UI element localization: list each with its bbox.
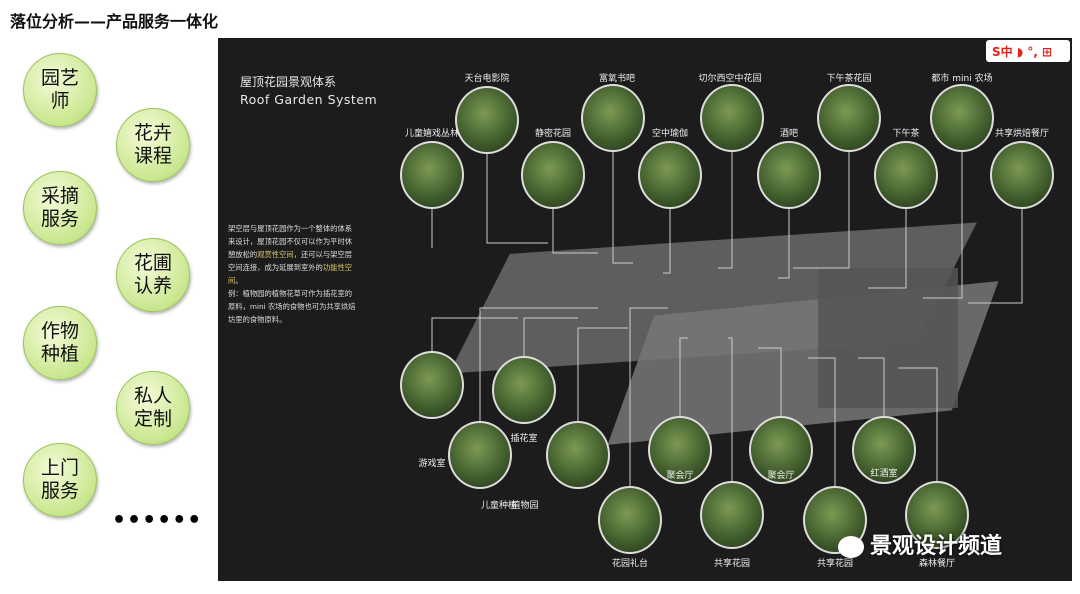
leader-line xyxy=(629,307,668,520)
desc-text: 。 xyxy=(235,276,243,285)
leader-line xyxy=(898,367,938,515)
spot-photo xyxy=(648,416,712,484)
leader-line xyxy=(612,118,633,264)
desc-highlight: 观赏性空间 xyxy=(257,250,294,259)
spot-label: 游戏室 xyxy=(418,459,446,469)
description: 架空层与屋顶花园作为一个整体的体系来设计，屋顶花园不仅可以作为平时休憩放松的观赏… xyxy=(228,222,358,326)
service-bubble[interactable]: 上门服务 xyxy=(23,443,97,517)
spot-photo xyxy=(930,84,994,152)
leader-line xyxy=(868,175,907,289)
spot-photo xyxy=(546,421,610,489)
spot-photo xyxy=(852,416,916,484)
title-en: Roof Garden System xyxy=(240,92,378,107)
leader-line xyxy=(577,327,628,455)
spot-label: 插花室 xyxy=(510,434,538,444)
watermark-text: 景观设计频道 xyxy=(870,534,1003,559)
leader-line xyxy=(923,118,963,299)
spot-photo xyxy=(598,486,662,554)
spot-label: 森林餐厅 xyxy=(918,559,956,569)
leader-line xyxy=(718,118,733,269)
leader-line xyxy=(679,337,688,450)
service-bubble[interactable]: 私人定制 xyxy=(116,371,190,445)
spot-photo xyxy=(874,141,938,209)
spot-label: 共享烘焙餐厅 xyxy=(994,129,1050,139)
spot-photo xyxy=(448,421,512,489)
spot-label: 儿童嬉戏丛林 xyxy=(404,129,460,139)
spot-photo xyxy=(400,351,464,419)
spot-photo xyxy=(638,141,702,209)
ime-logo: S中 ◗ °, ⊞ xyxy=(986,40,1070,62)
watermark: 景观设计频道 xyxy=(838,528,1002,560)
spot-photo xyxy=(700,481,764,549)
spot-photo xyxy=(521,141,585,209)
spot-label: 都市 mini 农场 xyxy=(931,74,993,84)
spot-photo xyxy=(990,141,1054,209)
more-indicator: •••••• xyxy=(112,508,203,533)
leader-line xyxy=(793,118,850,269)
service-bubble[interactable]: 园艺师 xyxy=(23,53,97,127)
leader-line xyxy=(486,120,548,244)
desc-example: 例：植物园的植物花草可作为插花室的原料，mini 农场的食物也可为共享烘焙坊里的… xyxy=(228,289,356,324)
roof-tower xyxy=(818,268,958,408)
wechat-icon xyxy=(838,536,864,558)
spot-label: 共享花园 xyxy=(713,559,751,569)
spot-label: 聚会厅 xyxy=(666,471,694,481)
spot-label: 富氧书吧 xyxy=(598,74,636,84)
spot-photo xyxy=(492,356,556,424)
spot-photo xyxy=(581,84,645,152)
desc-text: 架空层与屋顶花园作为一个整体的体系来设计，屋顶花园不仅可以作为平时休憩放松的 xyxy=(228,224,353,259)
spot-photo xyxy=(817,84,881,152)
spot-label: 天台电影院 xyxy=(464,74,510,84)
spot-label: 植物园 xyxy=(511,501,539,511)
spot-label: 空中瑜伽 xyxy=(651,129,689,139)
spot-photo xyxy=(455,86,519,154)
spot-photo xyxy=(400,141,464,209)
leader-line xyxy=(728,337,733,515)
desc-text: ，还可以与架空层空间连接，成为延展到室外的 xyxy=(228,250,353,272)
spot-photo xyxy=(757,141,821,209)
service-bubble[interactable]: 作物种植 xyxy=(23,306,97,380)
spot-label: 共享花园 xyxy=(816,559,854,569)
spot-label: 聚会厅 xyxy=(767,471,795,481)
page-title: 落位分析——产品服务一体化 xyxy=(10,12,219,31)
roof-garden-panel: 屋顶花园景观体系 Roof Garden System 架空层与屋顶花园作为一个… xyxy=(218,38,1072,581)
spot-label: 儿童种植 xyxy=(480,501,518,511)
desc-highlight: 功能性空间 xyxy=(228,263,353,285)
leader-line xyxy=(778,175,790,279)
spot-label: 花园礼台 xyxy=(611,559,649,569)
leader-line xyxy=(968,175,1023,304)
service-bubble[interactable]: 花圃认养 xyxy=(116,238,190,312)
spot-photo xyxy=(700,84,764,152)
spot-label: 酒吧 xyxy=(779,129,799,139)
service-bubble[interactable]: 花卉课程 xyxy=(116,108,190,182)
spot-label: 下午茶 xyxy=(892,129,920,139)
leader-line xyxy=(808,357,836,520)
spot-photo xyxy=(905,481,969,549)
panel-title: 屋顶花园景观体系 Roof Garden System xyxy=(240,74,377,108)
spot-label: 红酒室 xyxy=(870,469,898,479)
service-bubble[interactable]: 采摘服务 xyxy=(23,171,97,245)
spot-label: 下午茶花园 xyxy=(826,74,872,84)
spot-label: 静密花园 xyxy=(534,129,572,139)
spot-label: 切尔西空中花园 xyxy=(698,74,762,84)
spot-photo xyxy=(749,416,813,484)
leader-line xyxy=(479,307,598,455)
title-cn: 屋顶花园景观体系 xyxy=(240,75,337,89)
